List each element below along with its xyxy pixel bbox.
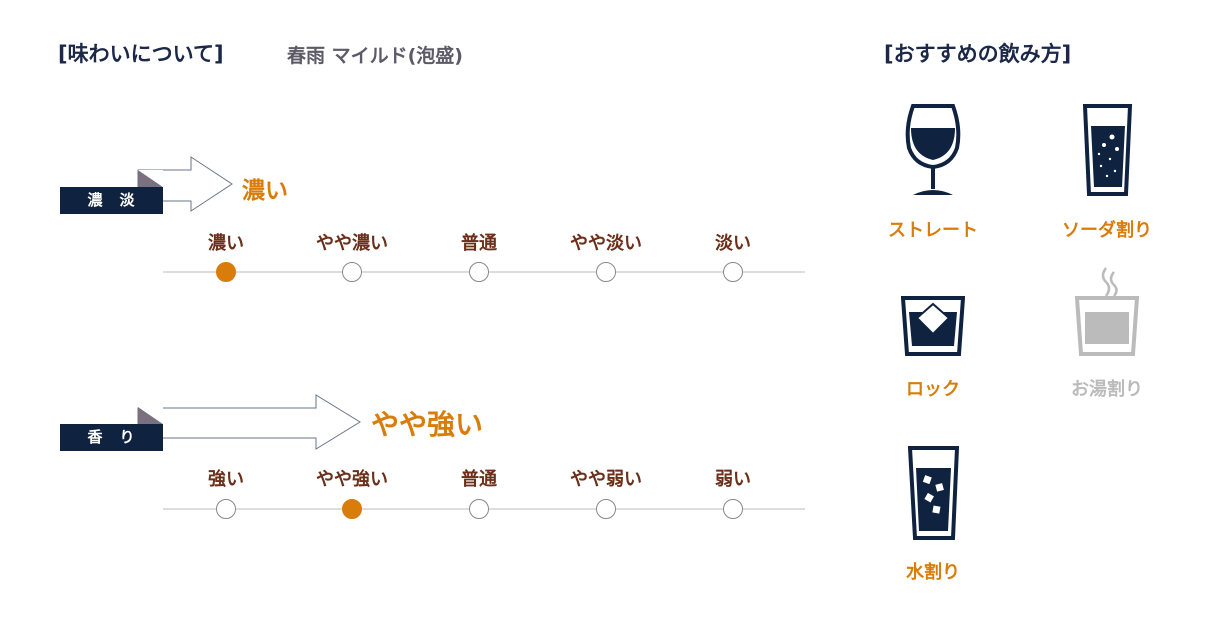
arrow-icon (137, 394, 361, 450)
scale-point (342, 262, 362, 282)
drink-label-straight: ストレート (888, 220, 978, 241)
scale-option-label: 淡い (715, 233, 751, 254)
scale-label-aroma: 香 り (60, 424, 163, 451)
water-glass-icon (908, 446, 960, 540)
scale-point (469, 499, 489, 519)
scale-point (342, 499, 362, 519)
section-title: [味わいについて] (58, 42, 224, 66)
drink-label-rock: ロック (906, 379, 960, 400)
scale-option-label: やや濃い (316, 233, 388, 254)
soda-glass-icon (1083, 104, 1133, 196)
scale-option-label: やや淡い (570, 233, 642, 254)
scale-point (216, 499, 236, 519)
scale-point (596, 499, 616, 519)
tag-corner (138, 170, 163, 187)
hot-water-glass-icon (1074, 267, 1140, 356)
scale-point (723, 499, 743, 519)
scale-result-taste: 濃い (242, 178, 288, 204)
drink-label-water: 水割り (906, 562, 960, 583)
scale-result-aroma: やや強い (371, 408, 484, 441)
scale-point (596, 262, 616, 282)
scale-option-label: やや弱い (570, 469, 642, 490)
scale-point (723, 262, 743, 282)
tag-corner (138, 407, 163, 424)
scale-label-taste: 濃 淡 (60, 187, 163, 214)
scale-option-label: やや強い (316, 469, 388, 490)
scale-option-label: 強い (208, 469, 244, 490)
drink-label-hot-water: お湯割り (1071, 379, 1143, 400)
recommend-title: [おすすめの飲み方] (884, 42, 1072, 66)
drink-label-soda: ソーダ割り (1062, 220, 1152, 241)
wine-glass-icon (905, 104, 961, 195)
scale-point (216, 262, 236, 282)
scale-option-label: 普通 (461, 469, 497, 490)
scale-option-label: 弱い (715, 469, 751, 490)
product-name: 春雨 マイルド(泡盛) (287, 45, 463, 67)
scale-option-label: 普通 (461, 233, 497, 254)
scale-option-label: 濃い (208, 233, 244, 254)
scale-point (469, 262, 489, 282)
rock-glass-icon (901, 296, 965, 356)
